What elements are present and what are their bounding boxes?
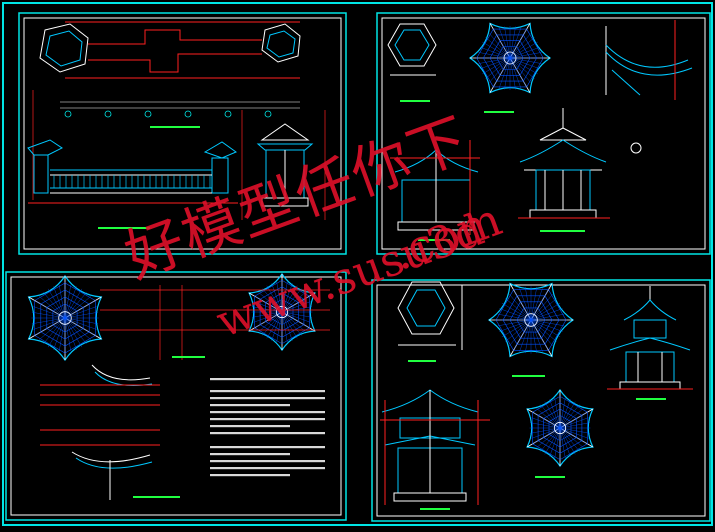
corridor-railing	[53, 175, 211, 188]
corridor-elevation	[27, 139, 238, 204]
detail-guides	[100, 285, 330, 360]
panel-bottom-left	[5, 271, 347, 521]
panel-top-right	[376, 12, 711, 255]
roof-framing-plan-right	[248, 272, 316, 352]
two-tier-pavilion-section	[380, 389, 490, 505]
hex-plan-small	[387, 23, 437, 76]
roof-framing-lower	[526, 388, 594, 468]
axis-bubbles	[64, 110, 272, 118]
guide-lines	[32, 90, 326, 220]
roof-framing-upper	[487, 282, 575, 358]
roof-framing-plan-left	[27, 274, 103, 362]
design-notes-block	[210, 378, 325, 477]
dimension-row	[60, 101, 300, 109]
panel-top-left	[18, 12, 347, 255]
pavilion-section	[390, 140, 480, 235]
pavilion-elevation	[518, 108, 610, 219]
panel-bottom-right	[371, 279, 711, 522]
two-tier-pavilion-elevation	[607, 286, 693, 390]
roof-framing-plan	[468, 22, 552, 94]
eave-detail	[605, 20, 693, 154]
corridor-plan	[39, 21, 301, 79]
pavilion-section-small	[256, 123, 314, 207]
outer-frame	[2, 2, 713, 526]
hex-plan-second	[397, 281, 463, 350]
eave-curve-details	[40, 364, 160, 500]
